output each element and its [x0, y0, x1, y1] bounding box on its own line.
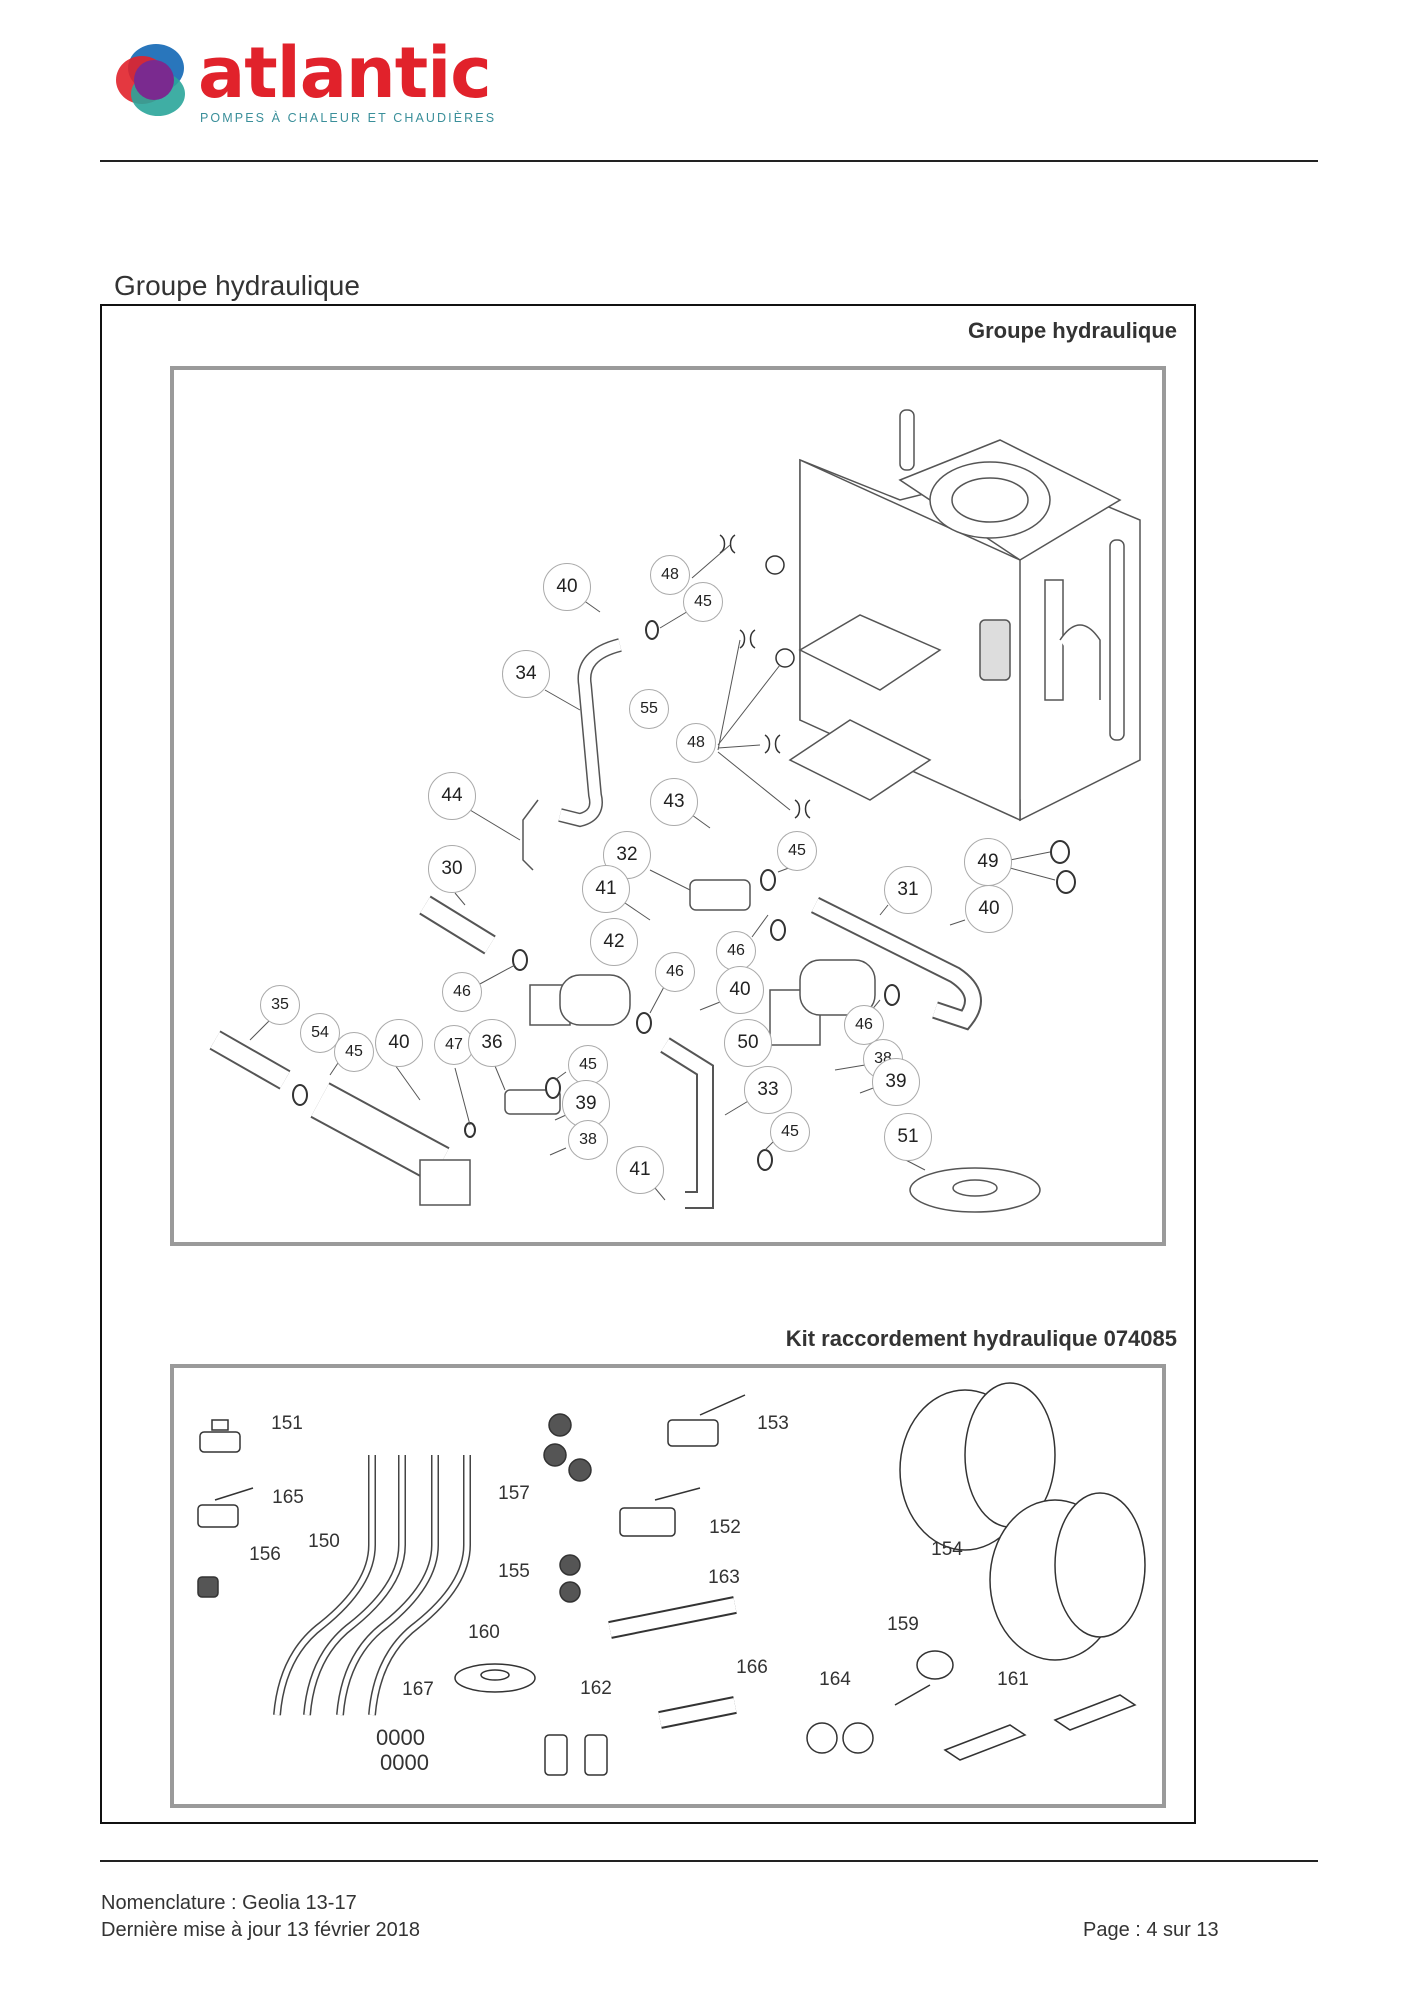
callout: 45 — [568, 1045, 608, 1085]
tape-51 — [909, 1167, 1041, 1213]
unions-157 — [543, 1413, 592, 1482]
tee-166 — [658, 1696, 737, 1729]
circulator-pump-42 — [529, 974, 631, 1026]
panel-title-groupe-hydraulique: Groupe hydraulique — [967, 318, 1177, 343]
fixtures-150-inner — [274, 1455, 470, 1716]
electric-heater — [310, 1082, 471, 1206]
callout: 32 — [603, 831, 651, 879]
part-label: 162 — [580, 1678, 612, 1699]
part-label: 157 — [498, 1483, 530, 1504]
tape-160 — [454, 1663, 536, 1693]
brand-tagline: POMPES À CHALEUR ET CHAUDIÈRES — [200, 111, 497, 125]
expansion-vessels-154 — [899, 1382, 1146, 1661]
part-label: 163 — [708, 1567, 740, 1588]
callout: 41 — [582, 865, 630, 913]
circulator-pump-50 — [769, 959, 876, 1046]
header-divider — [100, 160, 1318, 162]
clips-48 — [719, 534, 811, 819]
filters-164 — [806, 1722, 874, 1754]
part-label: 161 — [997, 1669, 1029, 1690]
pipe-30 — [419, 895, 496, 955]
atlantic-logo-mark — [116, 44, 185, 116]
callout: 44 — [428, 772, 476, 820]
callout: 45 — [777, 831, 817, 871]
callout: 39 — [872, 1058, 920, 1106]
callout: 50 — [724, 1019, 772, 1067]
plug-156 — [197, 1576, 219, 1598]
callout: 40 — [716, 966, 764, 1014]
callout: 55 — [629, 689, 669, 729]
callout: 46 — [716, 931, 756, 971]
panel-title-kit-raccordement: Kit raccordement hydraulique 074085 — [785, 1326, 1177, 1351]
part-label: 155 — [498, 1561, 530, 1582]
manifold-32 — [689, 879, 751, 911]
spring-159 — [894, 1650, 954, 1706]
callout: 46 — [655, 952, 695, 992]
part-label: 153 — [757, 1413, 789, 1434]
callout: 36 — [468, 1019, 516, 1067]
callout: 49 — [964, 838, 1012, 886]
callout: 43 — [650, 778, 698, 826]
part-label: 159 — [887, 1614, 919, 1635]
callout: 40 — [543, 563, 591, 611]
kit-raccordement-drawing — [170, 1364, 1166, 1808]
part-label: 160 — [468, 1622, 500, 1643]
callout: 46 — [844, 1005, 884, 1045]
svg-text:0000: 0000 — [380, 1750, 429, 1775]
footer-last-update: Dernière mise à jour 13 février 2018 — [101, 1919, 421, 1941]
ball-valve-165 — [197, 1487, 254, 1528]
callout: 33 — [744, 1066, 792, 1114]
svg-text:0000: 0000 — [376, 1725, 425, 1750]
fitting-36 — [504, 1089, 561, 1115]
mounting-trays — [788, 614, 942, 801]
brand-name: atlantic — [198, 32, 492, 114]
callout: 41 — [616, 1146, 664, 1194]
part-label: 166 — [736, 1657, 768, 1678]
callout: 48 — [650, 555, 690, 595]
pipe-35 — [209, 1030, 291, 1090]
section-title: Groupe hydraulique — [114, 270, 360, 301]
callout: 38 — [568, 1120, 608, 1160]
callout: 30 — [428, 845, 476, 893]
air-vents-162 — [544, 1734, 608, 1776]
tee-163 — [608, 1596, 737, 1639]
footer-divider — [100, 1860, 1318, 1862]
part-label: 164 — [819, 1669, 851, 1690]
ball-valve-151 — [199, 1419, 241, 1453]
part-label: 151 — [271, 1413, 303, 1434]
footer-nomenclature: Nomenclature : Geolia 13-17 — [101, 1892, 357, 1914]
part-label: 165 — [272, 1487, 304, 1508]
callout: 45 — [683, 582, 723, 622]
sensor-44 — [522, 799, 539, 871]
callout: 48 — [676, 723, 716, 763]
figure-frame — [100, 304, 1196, 1824]
callout: 46 — [442, 972, 482, 1012]
callout: 45 — [770, 1112, 810, 1152]
callout: 34 — [502, 650, 550, 698]
part-label: 154 — [931, 1539, 963, 1560]
callout: 54 — [300, 1013, 340, 1053]
callout: 40 — [965, 885, 1013, 933]
caps-155 — [559, 1554, 581, 1603]
callout: 42 — [590, 918, 638, 966]
ball-valve-152 — [619, 1487, 701, 1537]
callout: 35 — [260, 985, 300, 1025]
three-way-valve-153 — [667, 1394, 746, 1447]
callout: 31 — [884, 866, 932, 914]
callout: 40 — [375, 1019, 423, 1067]
callout: 47 — [434, 1025, 474, 1065]
part-label: 167 — [402, 1679, 434, 1700]
part-label: 156 — [249, 1544, 281, 1565]
page-number: Page : 4 sur 13 — [1083, 1919, 1219, 1941]
part-label: 152 — [709, 1517, 741, 1538]
callout: 45 — [334, 1032, 374, 1072]
part-label: 150 — [308, 1531, 340, 1552]
brackets-161 — [943, 1694, 1137, 1761]
callout: 51 — [884, 1113, 932, 1161]
